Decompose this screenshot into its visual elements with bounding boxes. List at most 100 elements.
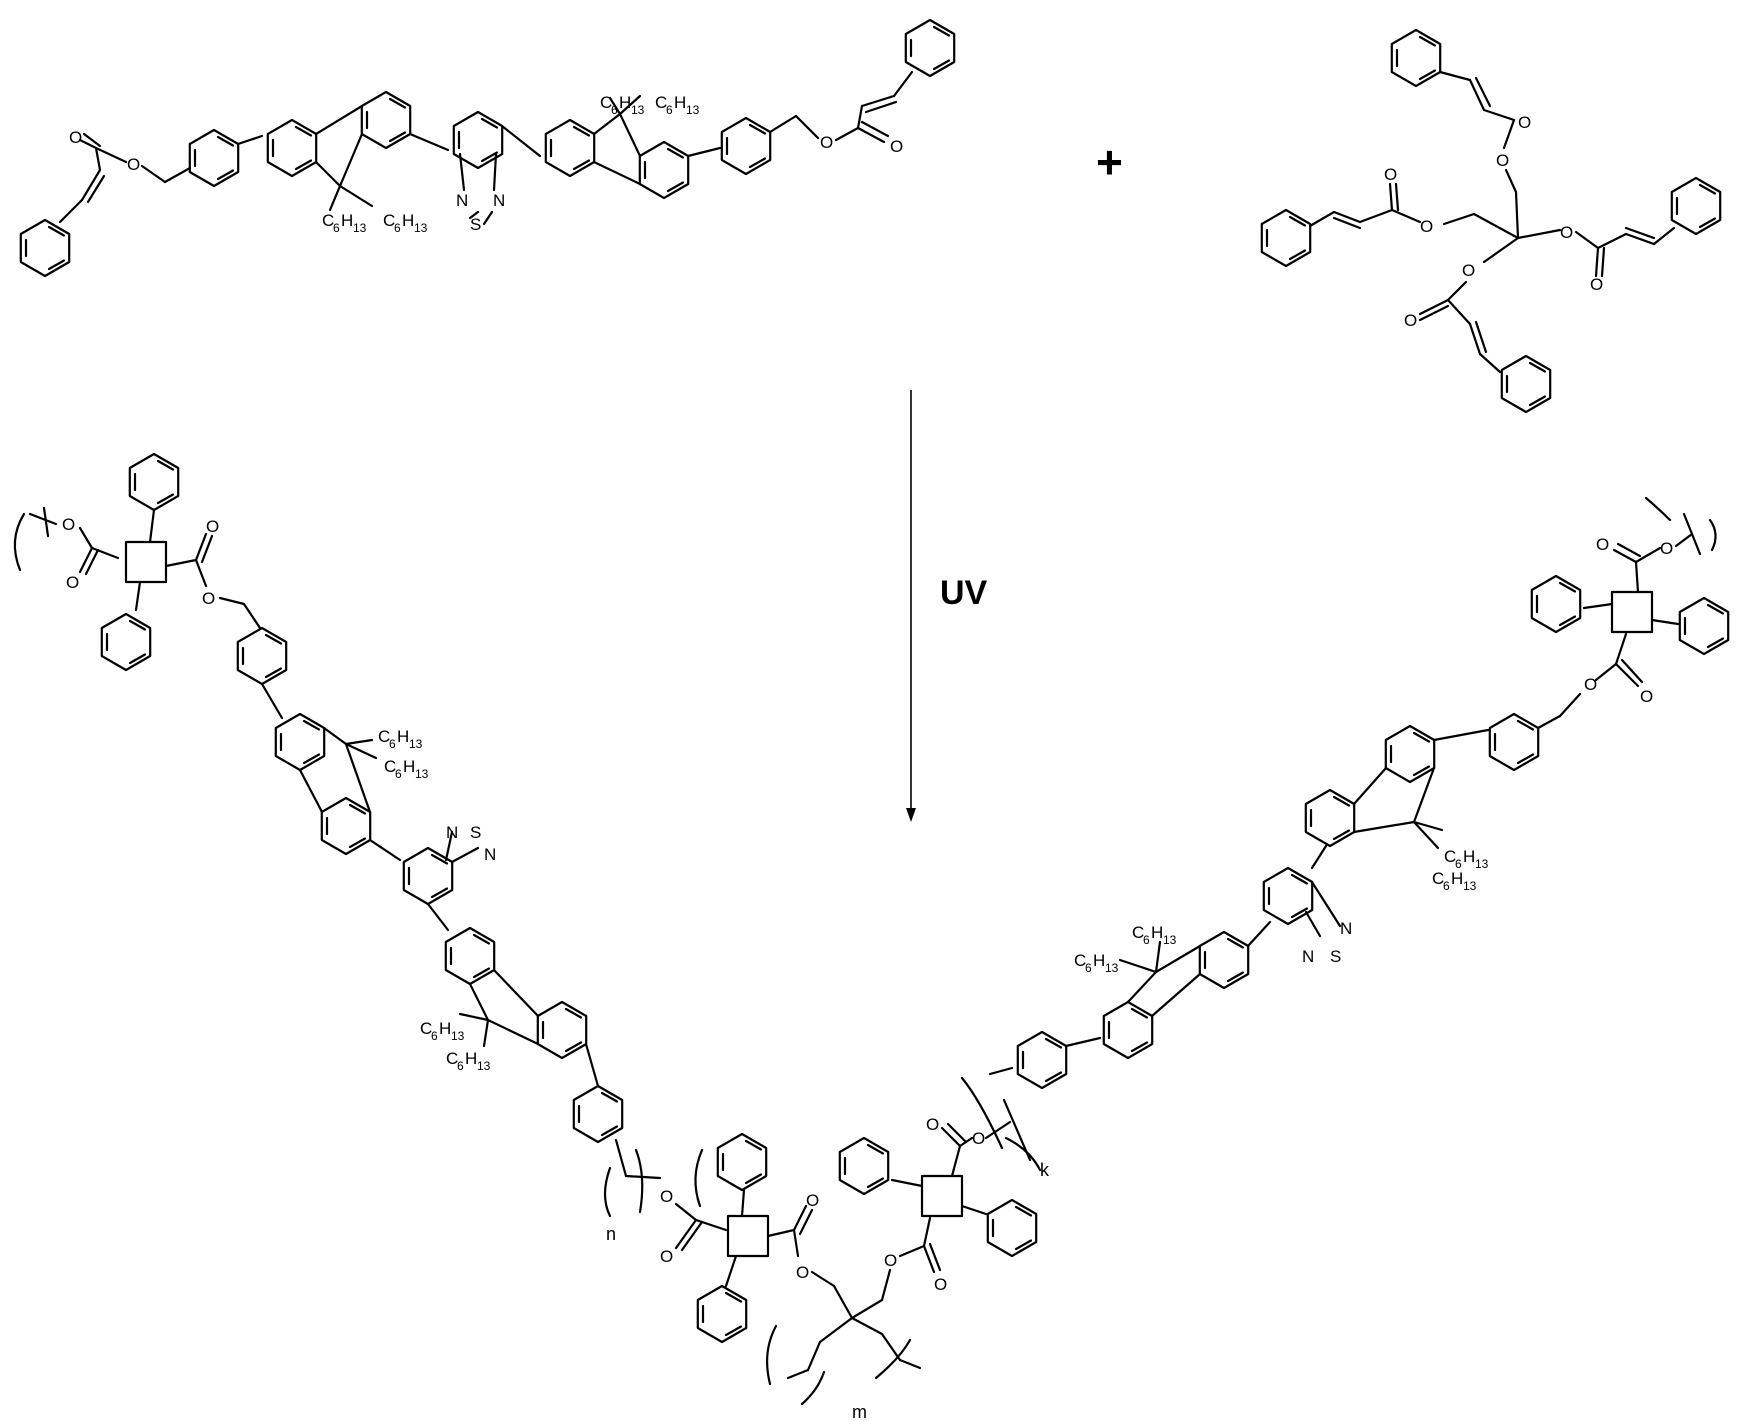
atom-n: N — [1340, 919, 1352, 938]
hexyl-label — [1074, 951, 1119, 975]
fluorene-ring — [320, 796, 372, 856]
fluorene-ring — [1384, 724, 1436, 784]
atom-o: O — [1518, 113, 1531, 132]
phenyl-ring — [236, 626, 288, 686]
phenyl-ring — [1678, 596, 1730, 656]
atom-o: O — [202, 589, 215, 608]
repeat-bracket — [13, 512, 26, 572]
atom-o: O — [660, 1187, 673, 1206]
benzothiadiazole-ring — [1262, 866, 1314, 926]
benzothiadiazole-ring — [402, 846, 454, 906]
hexyl-label — [655, 93, 700, 117]
fluorene-ring — [1198, 930, 1250, 990]
phenyl-ring — [986, 1198, 1038, 1258]
hexyl-label — [1444, 847, 1489, 871]
atom-o: O — [206, 517, 219, 536]
phenyl-ring — [1488, 712, 1540, 772]
phenyl-ring — [128, 452, 180, 512]
hexyl-label — [1432, 869, 1477, 893]
cyclobutane-ring — [1610, 590, 1654, 634]
atom-o: O — [972, 1129, 985, 1148]
hexyl-label — [420, 1019, 465, 1043]
atom-o: O — [62, 515, 75, 534]
repeat-index-n: n — [606, 1224, 616, 1244]
fluorene-ring — [536, 1000, 588, 1060]
fluorene-ring — [1102, 1000, 1154, 1060]
atom-s: S — [470, 215, 481, 234]
hexyl-label — [383, 211, 428, 235]
atom-o: O — [1496, 151, 1509, 170]
repeat-index-k: k — [1040, 1160, 1050, 1180]
atom-o: O — [1420, 217, 1433, 236]
repeat-bracket — [874, 1338, 912, 1380]
atom-o: O — [1462, 261, 1475, 280]
phenyl-ring — [716, 1132, 768, 1192]
cyclobutane-ring — [920, 1174, 964, 1218]
atom-o: O — [820, 133, 833, 152]
repeat-bracket — [1708, 518, 1717, 552]
atom-o: O — [1404, 311, 1417, 330]
phenyl-ring — [1260, 208, 1312, 268]
crosslinked-polymer-network: O O O O N S N — [13, 452, 1730, 1421]
hexyl-label — [446, 1049, 491, 1073]
atom-n: N — [484, 845, 496, 864]
atom-o: O — [69, 128, 82, 147]
repeat-bracket — [694, 1148, 704, 1208]
repeat-bracket — [1644, 496, 1672, 522]
difunctional-monomer: O O N N S — [19, 18, 956, 278]
fluorene-ring — [444, 926, 496, 986]
phenyl-ring — [100, 612, 152, 672]
phenyl-ring — [720, 116, 772, 176]
phenyl-ring — [1500, 354, 1552, 414]
atom-o: O — [934, 1275, 947, 1294]
fluorene-ring — [266, 118, 318, 178]
plus-sign: + — [1096, 136, 1123, 188]
fluorene-ring — [274, 712, 326, 772]
hexyl-label — [378, 727, 423, 751]
fluorene-ring — [638, 140, 690, 200]
repeat-bracket — [765, 1324, 778, 1386]
atom-n: N — [493, 191, 505, 210]
atom-o: O — [127, 155, 140, 174]
atom-o: O — [884, 1251, 897, 1270]
atom-s: S — [1330, 947, 1341, 966]
atom-o: O — [1584, 675, 1597, 694]
atom-o: O — [1660, 539, 1673, 558]
repeat-bracket — [634, 1148, 644, 1214]
fluorene-ring — [1304, 788, 1356, 848]
phenyl-ring — [1016, 1030, 1068, 1090]
atom-o: O — [66, 573, 79, 592]
atom-o: O — [890, 137, 903, 156]
tetrafunctional-crosslinker: O O O O O O O O — [1260, 28, 1722, 414]
repeat-bracket — [800, 1370, 826, 1406]
phenyl-ring — [696, 1284, 748, 1344]
atom-n: N — [456, 191, 468, 210]
hexyl-label — [1132, 923, 1177, 947]
reaction-arrow — [906, 390, 916, 822]
phenyl-ring — [838, 1136, 890, 1196]
atom-o: O — [660, 1247, 673, 1266]
atom-o: O — [1640, 687, 1653, 706]
atom-n: N — [1302, 947, 1314, 966]
atom-s: S — [470, 823, 481, 842]
atom-o: O — [1590, 275, 1603, 294]
phenyl-ring — [188, 128, 240, 188]
hexyl-label — [384, 757, 429, 781]
phenyl-ring — [19, 218, 71, 278]
phenyl-ring — [572, 1084, 624, 1144]
phenyl-ring — [1390, 28, 1442, 88]
cyclobutane-ring — [124, 540, 168, 584]
repeat-bracket — [1004, 1136, 1042, 1172]
fluorene-ring — [360, 90, 412, 150]
cyclobutane-ring — [726, 1214, 770, 1258]
repeat-bracket — [603, 1166, 612, 1218]
atom-o: O — [1384, 165, 1397, 184]
phenyl-ring — [904, 18, 956, 78]
phenyl-ring — [1670, 176, 1722, 236]
atom-o: O — [806, 1191, 819, 1210]
repeat-bracket — [960, 1076, 1004, 1150]
repeat-index-m: m — [852, 1402, 867, 1421]
atom-o: O — [1560, 223, 1573, 242]
fluorene-ring — [544, 118, 596, 178]
